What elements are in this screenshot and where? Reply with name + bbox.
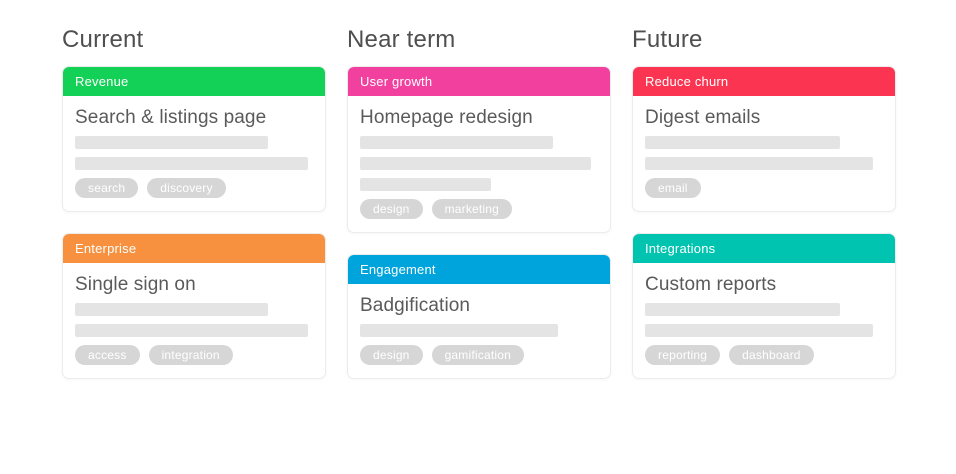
- roadmap-card[interactable]: Integrations Custom reports reporting das…: [632, 233, 896, 379]
- column-title: Near term: [347, 26, 456, 53]
- column-near-term: Near term User growth Homepage redesign …: [347, 22, 611, 400]
- tag-pill[interactable]: search: [75, 178, 139, 198]
- tag-pill[interactable]: design: [360, 199, 423, 219]
- card-category-header[interactable]: Enterprise: [63, 234, 325, 263]
- tag-pill[interactable]: gamification: [431, 345, 524, 365]
- card-description-placeholder: [360, 324, 598, 337]
- tag-pill[interactable]: discovery: [147, 178, 226, 198]
- roadmap-card[interactable]: User growth Homepage redesign design mark…: [347, 66, 611, 233]
- placeholder-bar: [360, 157, 591, 170]
- tag-pill[interactable]: marketing: [431, 199, 513, 219]
- roadmap-card[interactable]: Engagement Badgification design gamificat…: [347, 254, 611, 379]
- column-title: Current: [62, 26, 144, 53]
- placeholder-bar: [645, 157, 874, 170]
- card-body: Custom reports reporting dashboard: [633, 263, 895, 378]
- card-body: Search & listings page search discovery: [63, 96, 325, 211]
- card-category-header[interactable]: Engagement: [348, 255, 610, 284]
- placeholder-bar: [75, 157, 309, 170]
- card-description-placeholder: [360, 136, 598, 191]
- card-title: Search & listings page: [75, 107, 267, 128]
- placeholder-bar: [360, 136, 553, 149]
- card-category-label: Enterprise: [75, 241, 137, 256]
- card-title: Homepage redesign: [360, 107, 533, 128]
- card-title: Custom reports: [645, 274, 777, 295]
- card-body: Badgification design gamification: [348, 284, 610, 378]
- placeholder-bar: [645, 324, 874, 337]
- card-body: Digest emails email: [633, 96, 895, 211]
- placeholder-bar: [75, 324, 309, 337]
- card-title: Digest emails: [645, 107, 761, 128]
- column-future: Future Reduce churn Digest emails email …: [632, 22, 896, 400]
- card-category-label: Reduce churn: [645, 74, 729, 89]
- card-category-label: Integrations: [645, 241, 716, 256]
- placeholder-bar: [360, 324, 558, 337]
- tag-pill[interactable]: design: [360, 345, 423, 365]
- card-body: Single sign on access integration: [63, 263, 325, 378]
- card-category-label: User growth: [360, 74, 433, 89]
- card-tags: reporting dashboard: [645, 345, 883, 365]
- card-description-placeholder: [645, 136, 883, 170]
- placeholder-bar: [645, 303, 841, 316]
- roadmap-card[interactable]: Reduce churn Digest emails email: [632, 66, 896, 212]
- card-tags: email: [645, 178, 883, 198]
- card-body: Homepage redesign design marketing: [348, 96, 610, 232]
- card-category-header[interactable]: Integrations: [633, 234, 895, 263]
- card-title: Single sign on: [75, 274, 196, 295]
- tag-pill[interactable]: access: [75, 345, 140, 365]
- tag-pill[interactable]: email: [645, 178, 701, 198]
- card-category-header[interactable]: Revenue: [63, 67, 325, 96]
- card-description-placeholder: [75, 303, 313, 337]
- column-current: Current Revenue Search & listings page s…: [62, 22, 326, 400]
- card-tags: design marketing: [360, 199, 598, 219]
- placeholder-bar: [75, 136, 268, 149]
- card-category-label: Revenue: [75, 74, 129, 89]
- card-category-header[interactable]: User growth: [348, 67, 610, 96]
- card-tags: access integration: [75, 345, 313, 365]
- card-description-placeholder: [645, 303, 883, 337]
- card-description-placeholder: [75, 136, 313, 170]
- tag-pill[interactable]: dashboard: [729, 345, 814, 365]
- card-category-header[interactable]: Reduce churn: [633, 67, 895, 96]
- placeholder-bar: [360, 178, 491, 191]
- card-tags: design gamification: [360, 345, 598, 365]
- column-title: Future: [632, 26, 703, 53]
- roadmap-board: Current Revenue Search & listings page s…: [62, 22, 896, 400]
- card-title: Badgification: [360, 295, 471, 316]
- roadmap-card[interactable]: Enterprise Single sign on access integrat…: [62, 233, 326, 379]
- card-category-label: Engagement: [360, 262, 436, 277]
- tag-pill[interactable]: reporting: [645, 345, 721, 365]
- card-tags: search discovery: [75, 178, 313, 198]
- placeholder-bar: [645, 136, 841, 149]
- placeholder-bar: [75, 303, 268, 316]
- roadmap-card[interactable]: Revenue Search & listings page search dis…: [62, 66, 326, 212]
- tag-pill[interactable]: integration: [148, 345, 233, 365]
